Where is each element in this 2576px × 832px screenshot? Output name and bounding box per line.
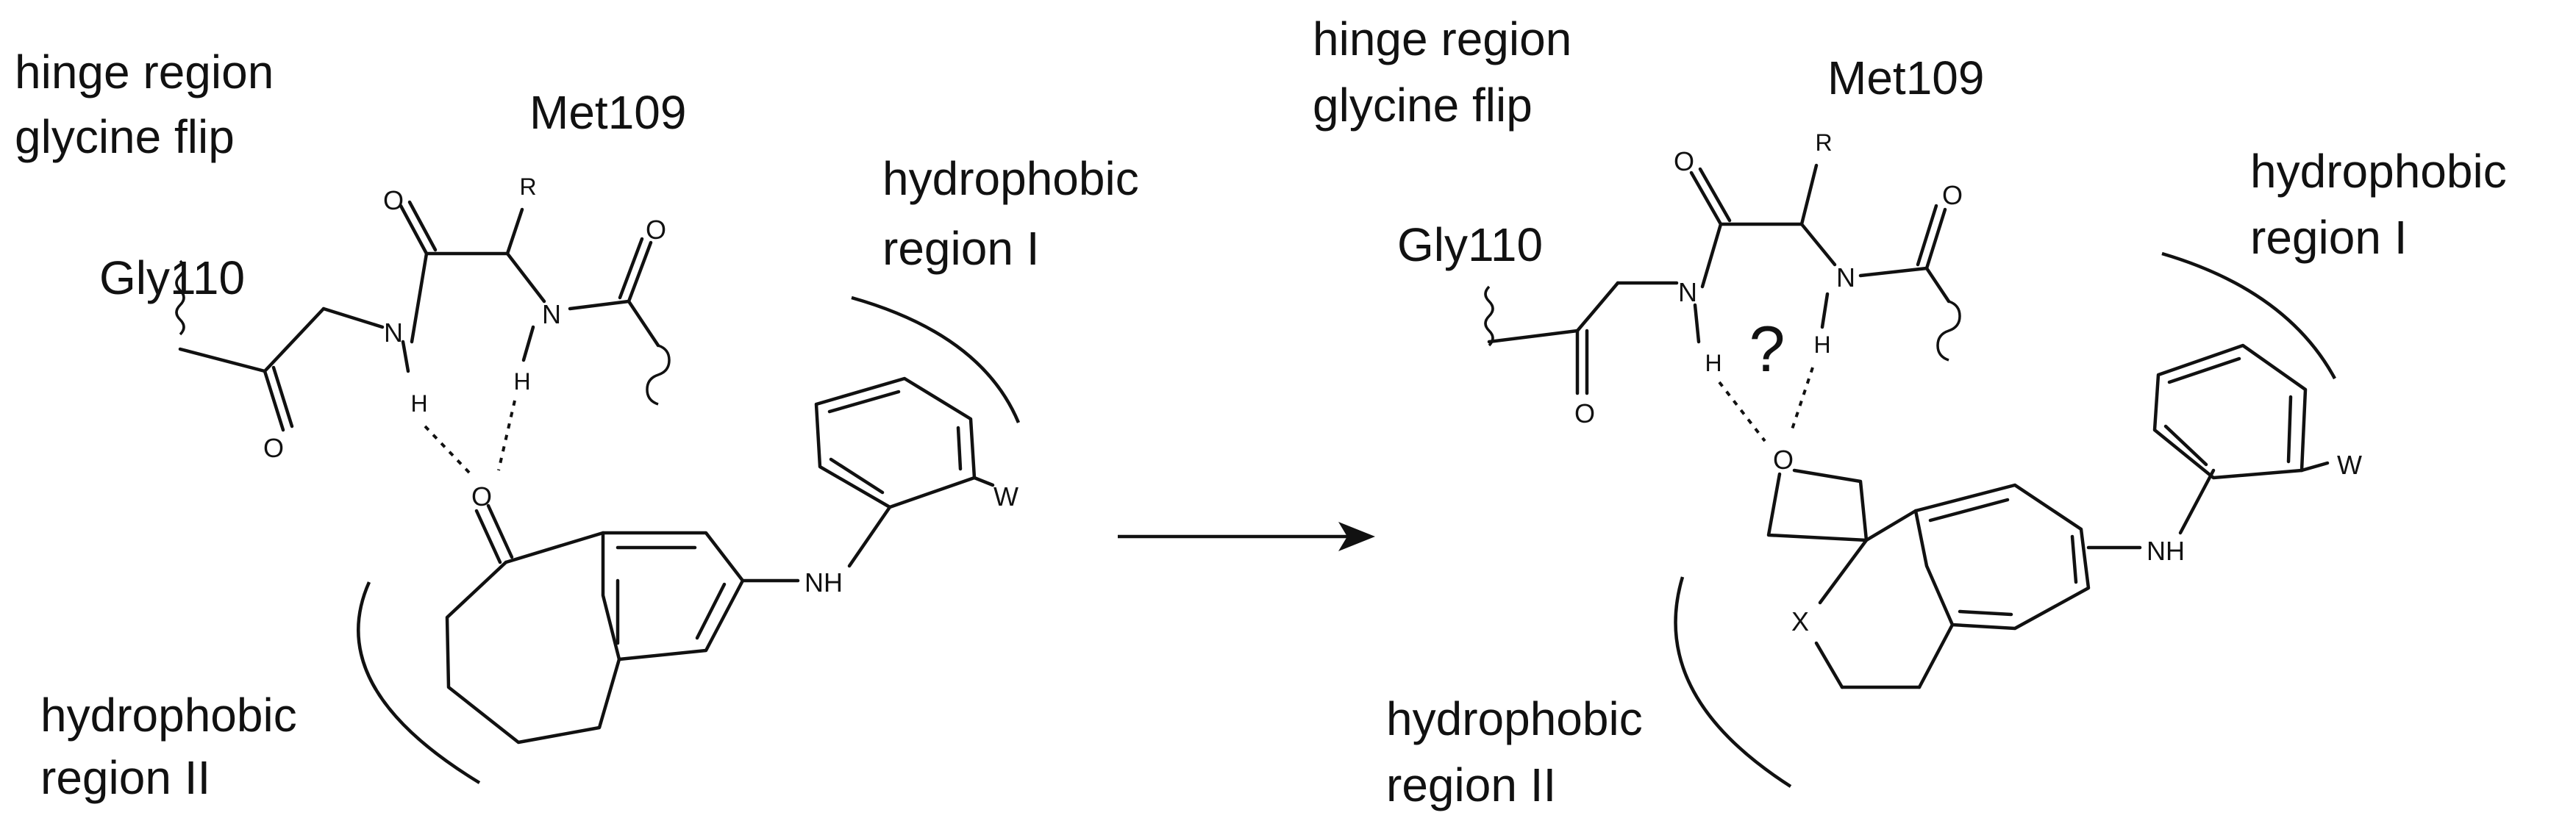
right-ligand [1766,343,2330,689]
left-atom-o1: O [263,433,284,463]
left-atom-o2: O [383,185,404,215]
right-atom-h2: H [1813,331,1830,358]
left-label-hydrophobic-I-line2: region I [882,222,1039,275]
left-label-gly110: Gly110 [99,251,245,304]
left-atom-nh: NH [804,567,843,598]
right-atom-n1: N [1678,277,1697,307]
left-atom-w: W [993,481,1018,512]
right-wavy-bond-start [1484,285,1494,347]
left-wavy-bond-end [646,344,671,406]
left-ligand [445,376,995,745]
right-label-met109: Met109 [1827,51,1984,104]
right-atom-nh: NH [2147,536,2185,566]
left-label-hinge-line1: hinge region [15,46,274,98]
right-hydrophobic-region-II-arc [1674,576,1792,788]
right-atom-o-ligand: O [1773,445,1794,475]
left-atom-h1: H [410,390,427,417]
right-panel: hinge region glycine flip Met109 Gly110 … [1313,12,2507,811]
left-hydrophobic-region-I-arc [851,295,1021,423]
right-question-mark: ? [1749,312,1785,385]
left-panel: hinge region glycine flip Met109 Gly110 … [15,46,1139,804]
left-atom-r: R [519,173,536,200]
right-hbond-2 [1789,367,1814,434]
right-label-gly110: Gly110 [1397,218,1543,271]
right-label-hydrophobic-II-line1: hydrophobic [1386,692,1643,745]
left-label-hydrophobic-II-line2: region II [40,751,210,804]
right-atom-o1: O [1574,398,1595,428]
left-wavy-bond-start [175,259,185,336]
left-hbond-2 [497,400,516,471]
right-label-hydrophobic-I-line1: hydrophobic [2250,145,2507,198]
right-hbond-1 [1718,381,1766,442]
right-label-hydrophobic-II-line2: region II [1386,759,1556,811]
right-hydrophobic-region-I-arc [2161,251,2336,380]
left-atom-n2: N [542,299,561,329]
right-wavy-bond-end [1936,300,1961,362]
right-atom-w: W [2337,450,2362,480]
right-label-hydrophobic-I-line2: region I [2250,211,2407,264]
left-peptide-backbone [175,200,671,432]
left-label-met109: Met109 [529,86,686,139]
right-peptide-backbone [1484,163,1961,395]
right-arrow-icon [1118,522,1375,551]
right-atom-h1: H [1705,350,1722,376]
left-atom-n1: N [384,318,403,348]
right-label-hinge-line1: hinge region [1313,12,1571,65]
left-hydrophobic-region-II-arc [357,581,481,784]
right-atom-x: X [1791,606,1809,636]
right-atom-o3: O [1942,180,1963,210]
left-label-hinge-line2: glycine flip [15,110,235,163]
left-label-hydrophobic-II-line1: hydrophobic [40,689,297,742]
left-hbond-1 [424,425,472,476]
right-atom-n2: N [1836,262,1855,293]
right-atom-r: R [1815,129,1832,156]
left-atom-o-ligand: O [471,481,492,512]
right-label-hinge-line2: glycine flip [1313,79,1533,132]
left-atom-o3: O [646,215,666,245]
left-atom-h2: H [513,368,530,395]
left-label-hydrophobic-I-line1: hydrophobic [882,152,1139,205]
right-atom-o2: O [1674,146,1694,176]
